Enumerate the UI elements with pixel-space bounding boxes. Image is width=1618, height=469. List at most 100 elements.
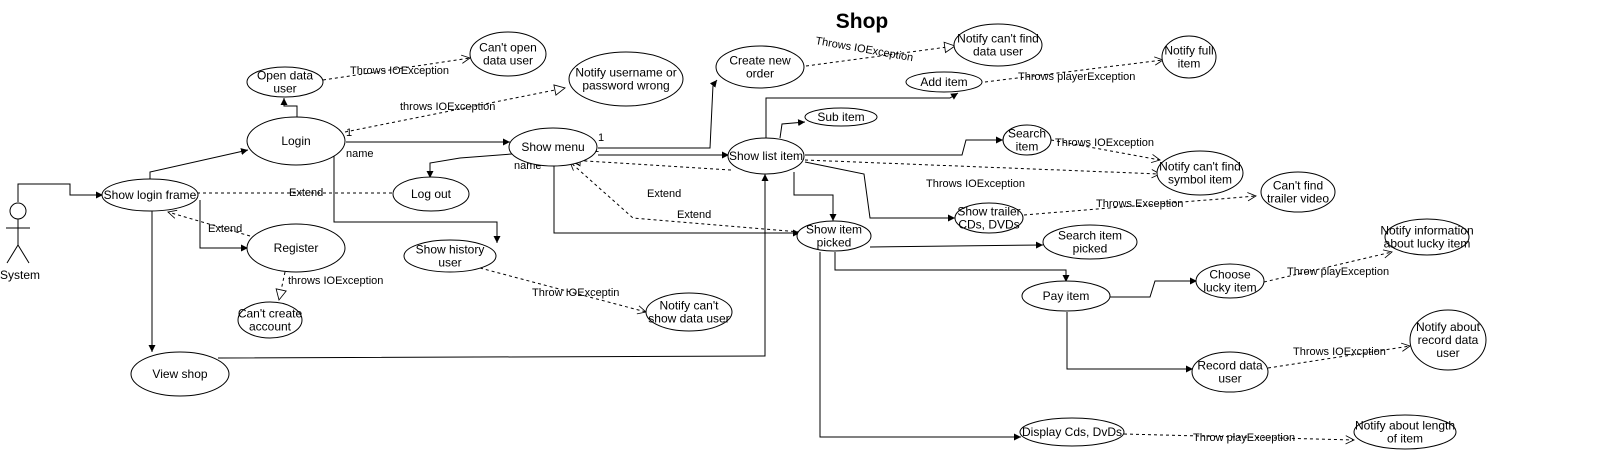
use-case-shape xyxy=(1195,263,1265,299)
use-case-label: CDs, DVDs xyxy=(958,218,1019,232)
use-case-label: user xyxy=(1218,372,1241,386)
use-case-label: user xyxy=(273,82,296,96)
use-case-shape xyxy=(804,107,878,127)
use-case-label: Open data xyxy=(257,69,313,83)
use-case-show-menu[interactable]: Show menu xyxy=(508,127,598,167)
use-case-pay-item[interactable]: Pay item xyxy=(1021,280,1111,312)
use-case-shape xyxy=(953,23,1043,67)
use-case-label: Search item xyxy=(1058,229,1122,243)
edge-picked-extend xyxy=(570,162,801,233)
use-case-label: data user xyxy=(483,54,533,68)
use-case-view-shop[interactable]: View shop xyxy=(130,351,230,397)
edge-register-extend xyxy=(168,212,251,237)
use-case-display-cds[interactable]: Display Cds, DvDs xyxy=(1019,417,1125,447)
use-case-show-login-frame[interactable]: Show login frame xyxy=(101,178,199,212)
use-case-label: Show list item xyxy=(729,149,803,163)
use-case-log-out[interactable]: Log out xyxy=(392,176,470,212)
actor-head xyxy=(9,202,27,220)
use-case-shape xyxy=(1019,417,1125,447)
use-case-label: Search xyxy=(1008,127,1046,141)
use-case-shape xyxy=(715,45,805,89)
edge-search-exception xyxy=(1050,139,1160,160)
use-case-label: show data user xyxy=(648,312,729,326)
actor-system[interactable]: System xyxy=(0,202,40,282)
use-case-shape xyxy=(469,31,547,77)
use-case-sub-item[interactable]: Sub item xyxy=(804,107,878,127)
label-name-login: name xyxy=(346,148,374,160)
use-case-shape xyxy=(1161,35,1217,79)
edge-login-frame-to-register xyxy=(199,200,248,252)
edge-picked-to-display xyxy=(819,252,1021,441)
use-case-shape xyxy=(954,202,1024,234)
edge-login-to-history xyxy=(333,152,501,243)
use-case-label: picked xyxy=(1073,242,1108,256)
edges xyxy=(17,46,1410,441)
use-case-label: Login xyxy=(281,134,310,148)
use-case-label: trailer video xyxy=(1267,192,1329,206)
use-case-add-item[interactable]: Add item xyxy=(905,71,983,93)
use-case-shape xyxy=(403,239,497,273)
edge-list-to-item-picked xyxy=(793,172,837,221)
diagram-title: Shop xyxy=(836,10,889,33)
use-case-shape xyxy=(1021,280,1111,312)
label-throws-io-login: throws IOException xyxy=(400,101,495,113)
edge-list-to-trailer xyxy=(804,161,955,222)
edge-open-data-exception xyxy=(322,58,470,81)
edge-picked-to-search-picked xyxy=(869,241,1044,249)
use-case-label: Notify can't xyxy=(660,299,720,313)
label-throws-io-record: Throws IOExcption xyxy=(1293,346,1386,358)
use-case-register[interactable]: Register xyxy=(246,223,346,273)
edge-menu-to-create-order xyxy=(598,79,718,149)
use-case-label: Record data xyxy=(1197,359,1263,373)
use-case-label: Show login frame xyxy=(104,188,197,202)
edge-actor-to-login-frame xyxy=(17,183,103,202)
edge-view-shop-to-list-item xyxy=(217,174,769,359)
use-case-shape xyxy=(246,66,324,98)
edge-history-exception xyxy=(479,267,646,312)
use-case-label: Can't create xyxy=(238,307,303,321)
edge-menu-to-logout xyxy=(426,153,513,178)
label-throws-io-register: throws IOException xyxy=(288,275,383,287)
edge-list-to-add-item xyxy=(765,92,959,138)
use-case-show-list-item[interactable]: Show list item xyxy=(727,137,805,175)
label-mult-menu-a: 1 xyxy=(598,132,604,144)
use-case-label: Notify full xyxy=(1164,44,1213,58)
use-case-label: user xyxy=(438,256,461,270)
use-case-label: Notify about xyxy=(1416,320,1481,334)
use-case-label: user xyxy=(1436,346,1459,360)
actor-left-leg xyxy=(6,244,19,264)
use-case-label: data user xyxy=(973,45,1023,59)
use-case-label: Notify information xyxy=(1380,224,1473,238)
use-case-label: Notify can't find xyxy=(957,32,1039,46)
use-case-label: Register xyxy=(274,241,319,255)
use-case-login[interactable]: Login xyxy=(246,116,346,166)
use-case-label: Sub item xyxy=(817,110,864,124)
label-throws-io-open: Throws IOException xyxy=(350,65,449,77)
use-case-shape xyxy=(905,71,983,93)
edge-list-to-sub-item xyxy=(779,119,806,139)
use-case-shape xyxy=(392,176,470,212)
edge-pay-to-record xyxy=(1066,312,1193,373)
label-throws-player-add: Throws playerException xyxy=(1018,71,1135,83)
